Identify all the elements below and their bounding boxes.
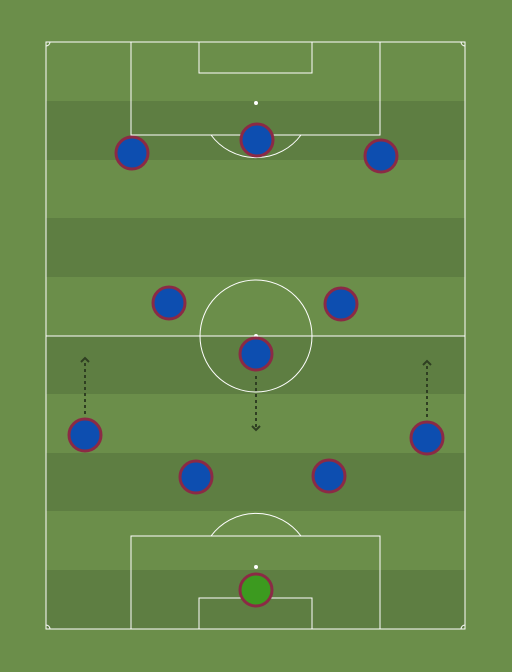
arrow-head-icon: [422, 359, 432, 366]
players: [67, 122, 445, 608]
player-marker-forward-left[interactable]: [114, 135, 150, 171]
player-marker-goalkeeper[interactable]: [238, 572, 274, 608]
player-marker-centre-back-left[interactable]: [178, 459, 214, 495]
pitch-stripe: [46, 453, 465, 511]
arrow-head-icon: [251, 425, 261, 432]
top-penalty-arc: [210, 134, 302, 159]
corner-arc-top-right: [460, 41, 466, 47]
centre-circle: [199, 279, 313, 393]
arrow-head-icon: [80, 356, 90, 363]
player-marker-centre-back-right[interactable]: [311, 458, 347, 494]
bottom-penalty-spot: [254, 565, 258, 569]
player-marker-forward-right[interactable]: [363, 138, 399, 174]
player-marker-midfielder-right[interactable]: [323, 286, 359, 322]
top-goal-area: [198, 41, 313, 74]
player-marker-wingback-right[interactable]: [409, 420, 445, 456]
bottom-penalty-arc: [210, 512, 302, 537]
corner-arc-top-left: [45, 41, 51, 47]
player-marker-midfielder-left[interactable]: [151, 285, 187, 321]
player-marker-wingback-left[interactable]: [67, 417, 103, 453]
corner-arc-bottom-right: [460, 624, 466, 630]
pitch-stripe: [46, 218, 465, 277]
top-penalty-spot: [254, 101, 258, 105]
movement-arrows: [80, 356, 432, 432]
player-marker-forward-center[interactable]: [239, 122, 275, 158]
player-marker-defensive-midfielder[interactable]: [238, 336, 274, 372]
corner-arc-bottom-left: [45, 624, 51, 630]
